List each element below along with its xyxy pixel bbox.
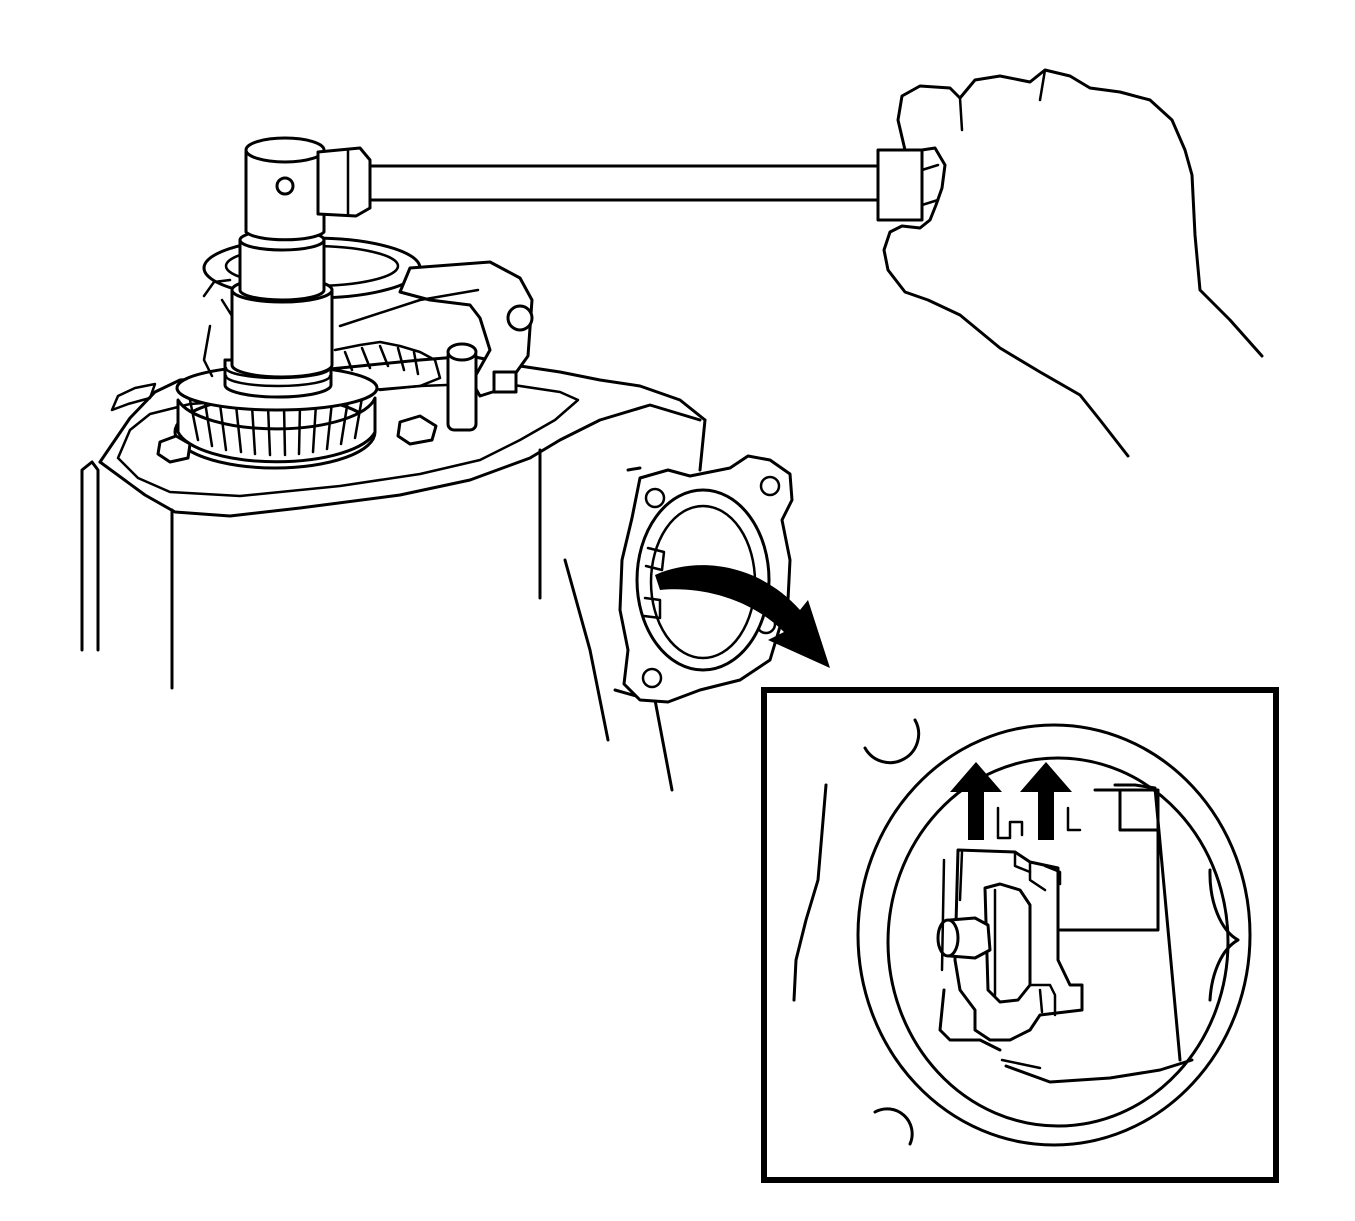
output-shaft xyxy=(223,228,334,399)
up-arrow-icon xyxy=(950,762,1002,840)
flange-bolt xyxy=(156,304,534,464)
detail-inset xyxy=(761,687,1279,1183)
ratchet-wrench xyxy=(244,136,924,242)
up-arrow-icon-2 xyxy=(1020,762,1072,840)
transmission-case xyxy=(80,354,707,792)
locating-pin xyxy=(446,342,478,432)
hand xyxy=(882,68,1264,458)
callout-arrow xyxy=(655,565,830,668)
